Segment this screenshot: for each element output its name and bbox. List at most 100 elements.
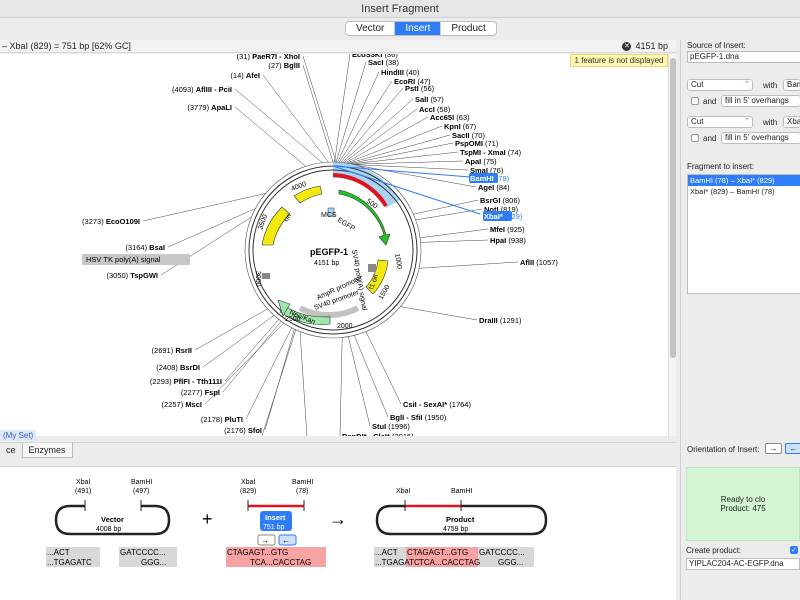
fill-checkbox-1[interactable] — [691, 97, 699, 105]
enzyme-site-label[interactable]: (2691) RsrII — [152, 346, 192, 355]
mcs-feature[interactable] — [327, 207, 335, 217]
orientation-reverse-button[interactable]: ← — [785, 443, 800, 454]
segment-product[interactable]: Product — [451, 23, 486, 34]
product-seq-bot-a: ...TGAGATC — [375, 558, 420, 567]
enzyme-site-label[interactable]: ApaI (75) — [465, 157, 497, 166]
enzyme-site-label[interactable]: AflII (1057) — [520, 258, 558, 267]
enzyme-site-label[interactable]: AccI (58) — [419, 105, 451, 114]
hsv-polya-feature[interactable] — [262, 273, 270, 279]
enzyme-site-label[interactable]: Acc65I (63) — [430, 113, 470, 122]
enzyme-site-label[interactable]: BsrGI (806) — [480, 196, 521, 205]
enzyme-site-label[interactable]: SalI (57) — [415, 95, 444, 104]
window-title: Insert Fragment — [0, 0, 800, 18]
ori-feature[interactable] — [293, 185, 323, 204]
enzyme-site-label[interactable]: MfeI (925) — [490, 225, 525, 234]
fragment-label: Fragment to insert: — [687, 162, 755, 171]
product-seq-left-bg — [374, 547, 406, 567]
site-leader-line — [365, 331, 402, 405]
segment-insert[interactable]: Insert — [395, 22, 442, 35]
enzyme-site-label[interactable]: (14) AfeI — [230, 71, 260, 80]
create-product-checkbox[interactable]: ✓ — [790, 546, 798, 554]
segment-vector[interactable]: Vector — [346, 22, 396, 35]
enzyme-site-name: MfeI — [490, 225, 507, 234]
enzyme-site-label[interactable]: EcoS3KI (36) — [352, 54, 398, 59]
fragment-row[interactable]: XbaI* (829) – BamHI (78) — [688, 186, 800, 197]
enzyme-site-label[interactable]: (2176) SfoI — [224, 426, 262, 435]
enzyme-site-label[interactable]: SacI (38) — [368, 58, 399, 67]
enzyme-site-label[interactable]: TspMI - XmaI (74) — [460, 148, 522, 157]
enzyme-site-label[interactable]: (2277) FspI — [181, 388, 220, 397]
enzyme-site-position: (938) — [508, 236, 526, 245]
fragment-list[interactable]: BamHI (78) – XbaI* (829) XbaI* (829) – B… — [687, 174, 800, 294]
ring-tick-3000: 3000 — [254, 271, 261, 287]
site-leader-line — [245, 327, 292, 420]
product-seq-top-b: CTAGAGT...GTG — [407, 548, 468, 557]
fragment-row[interactable]: BamHI (78) – XbaI* (829) — [688, 175, 800, 186]
enzyme-site-label[interactable]: CsiI - SexAI* (1764) — [403, 400, 471, 409]
insert-forward-button[interactable] — [257, 534, 276, 546]
enzyme-site-position: (58) — [437, 105, 451, 114]
cut-dropdown-2[interactable]: Cut⌃ — [687, 116, 753, 128]
enzyme-site-label[interactable]: KpnI (67) — [444, 122, 477, 131]
enzyme-site-label[interactable]: (2178) PluTI — [201, 415, 243, 424]
enzyme-site-name: CsiI - SexAI* — [403, 400, 449, 409]
enzyme-site-label[interactable]: (3779) ApaLI — [187, 103, 232, 112]
insert-region-arc[interactable] — [332, 173, 388, 208]
enzyme-site-label[interactable]: HpaI (938) — [490, 236, 526, 245]
map-scrollbar[interactable] — [668, 54, 676, 436]
fragment-end-site: BamHI — [736, 187, 760, 196]
fill-dropdown-1[interactable]: fill in 5' overhangs — [721, 95, 800, 107]
arrow-icon: → — [329, 509, 347, 529]
enzyme-site-label[interactable]: XbaI* (829) — [484, 212, 523, 221]
insert-title: Insert — [265, 513, 286, 522]
enzyme-site-label[interactable]: SmaI (76) — [470, 166, 504, 175]
selection-info-bar: – XbaI (829) = 751 bp [62% GC] ✕ 4151 bp — [0, 40, 676, 53]
enzyme-site-label[interactable]: (2293) PflFI - Tth111I — [150, 377, 222, 386]
enzyme-site-label[interactable]: PspOMI (71) — [455, 139, 499, 148]
neo-kan-feature[interactable] — [279, 305, 331, 325]
site-leader-line — [234, 88, 323, 163]
enzyme-site-label[interactable]: (4093) AflIII - PciI — [172, 85, 232, 94]
source-field[interactable]: pEGFP-1.dna — [687, 51, 800, 63]
hidden-feature-notice[interactable]: 1 feature is not displayed — [570, 54, 668, 67]
enzyme-site-label[interactable]: (2408) BsrDI — [156, 363, 200, 372]
orientation-forward-button[interactable]: → — [765, 443, 782, 454]
enzyme-set-label[interactable]: (My Set) — [0, 430, 37, 441]
enzyme-site-label[interactable]: DraIII (1291) — [479, 316, 522, 325]
enzyme-dropdown-2[interactable]: XbaI — [783, 116, 800, 128]
enzyme-site-label[interactable]: HindIII (40) — [381, 68, 420, 77]
enzyme-site-label[interactable]: BglI - SfiI (1950) — [390, 413, 447, 422]
enzyme-site-label[interactable]: NotI (819) — [484, 205, 519, 214]
map-scrollbar-thumb[interactable] — [670, 58, 676, 358]
fill-checkbox-2[interactable] — [691, 134, 699, 142]
enzyme-site-label[interactable]: StuI (1996) — [372, 422, 410, 431]
ori-feature-arc[interactable] — [261, 206, 291, 246]
enzyme-site-label[interactable]: BspDI* - ClaI* (2015) — [342, 432, 414, 436]
product-name-field[interactable]: YIPLAC204-AC-EGFP.dna — [686, 558, 800, 570]
enzyme-site-label[interactable]: (31) PaeR7I - XhoI — [237, 54, 300, 61]
hsv-polya-label[interactable]: HSV TK poly(A) signal — [86, 255, 161, 264]
enzyme-site-label[interactable]: (3164) BsaI — [125, 243, 165, 252]
enzyme-site-label[interactable]: BamHI (78) — [470, 174, 510, 183]
f1-ori-feature[interactable] — [365, 259, 389, 295]
tab-sequence[interactable]: ce — [6, 445, 16, 455]
enzyme-dropdown-1[interactable]: BamHI — [783, 79, 800, 91]
egfp-feature[interactable] — [338, 189, 391, 246]
enzyme-site-label[interactable]: PstI (56) — [405, 84, 435, 93]
enzyme-site-label[interactable]: EcoRI (47) — [394, 77, 431, 86]
enzyme-site-label[interactable]: (3273) EcoO109I — [82, 217, 140, 226]
plasmid-map-view[interactable]: 1 feature is not displayed EGFP — [0, 54, 668, 436]
fragment-end-pos: (829) — [757, 176, 775, 185]
fill-dropdown-2[interactable]: fill in 5' overhangs — [721, 132, 800, 144]
close-icon[interactable]: ✕ — [622, 42, 632, 51]
sv40-polya-feature[interactable] — [368, 264, 376, 272]
enzyme-site-label[interactable]: AgeI (84) — [478, 183, 510, 192]
insert-reverse-button[interactable] — [278, 534, 297, 546]
insert-badge[interactable] — [260, 511, 292, 531]
enzyme-site-label[interactable]: (3050) TspGWI — [106, 271, 158, 280]
enzyme-site-label[interactable]: (27) BglII — [268, 61, 300, 70]
cut-dropdown-1[interactable]: Cut⌃ — [687, 79, 753, 91]
tab-enzymes[interactable]: Enzymes — [21, 443, 73, 458]
enzyme-site-label[interactable]: SacII (70) — [452, 131, 485, 140]
enzyme-site-label[interactable]: (2257) MscI — [162, 400, 202, 409]
